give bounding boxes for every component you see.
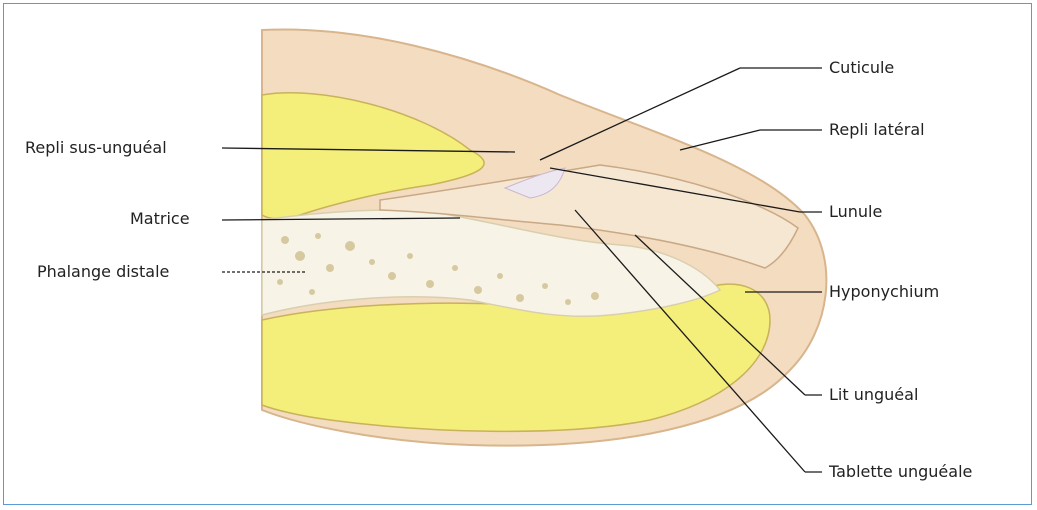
label-matrice: Matrice	[130, 209, 190, 229]
label-repli-sus-ungueal: Repli sus-unguéal	[25, 138, 167, 158]
label-tablette-ungueale: Tablette unguéale	[829, 462, 972, 482]
label-repli-lateral: Repli latéral	[829, 120, 925, 140]
label-phalange-distale: Phalange distale	[37, 262, 169, 282]
label-lit-ungueal: Lit unguéal	[829, 385, 918, 405]
label-lunule: Lunule	[829, 202, 882, 222]
label-cuticule: Cuticule	[829, 58, 894, 78]
label-hyponychium: Hyponychium	[829, 282, 939, 302]
leader-repli-lateral	[680, 130, 760, 150]
